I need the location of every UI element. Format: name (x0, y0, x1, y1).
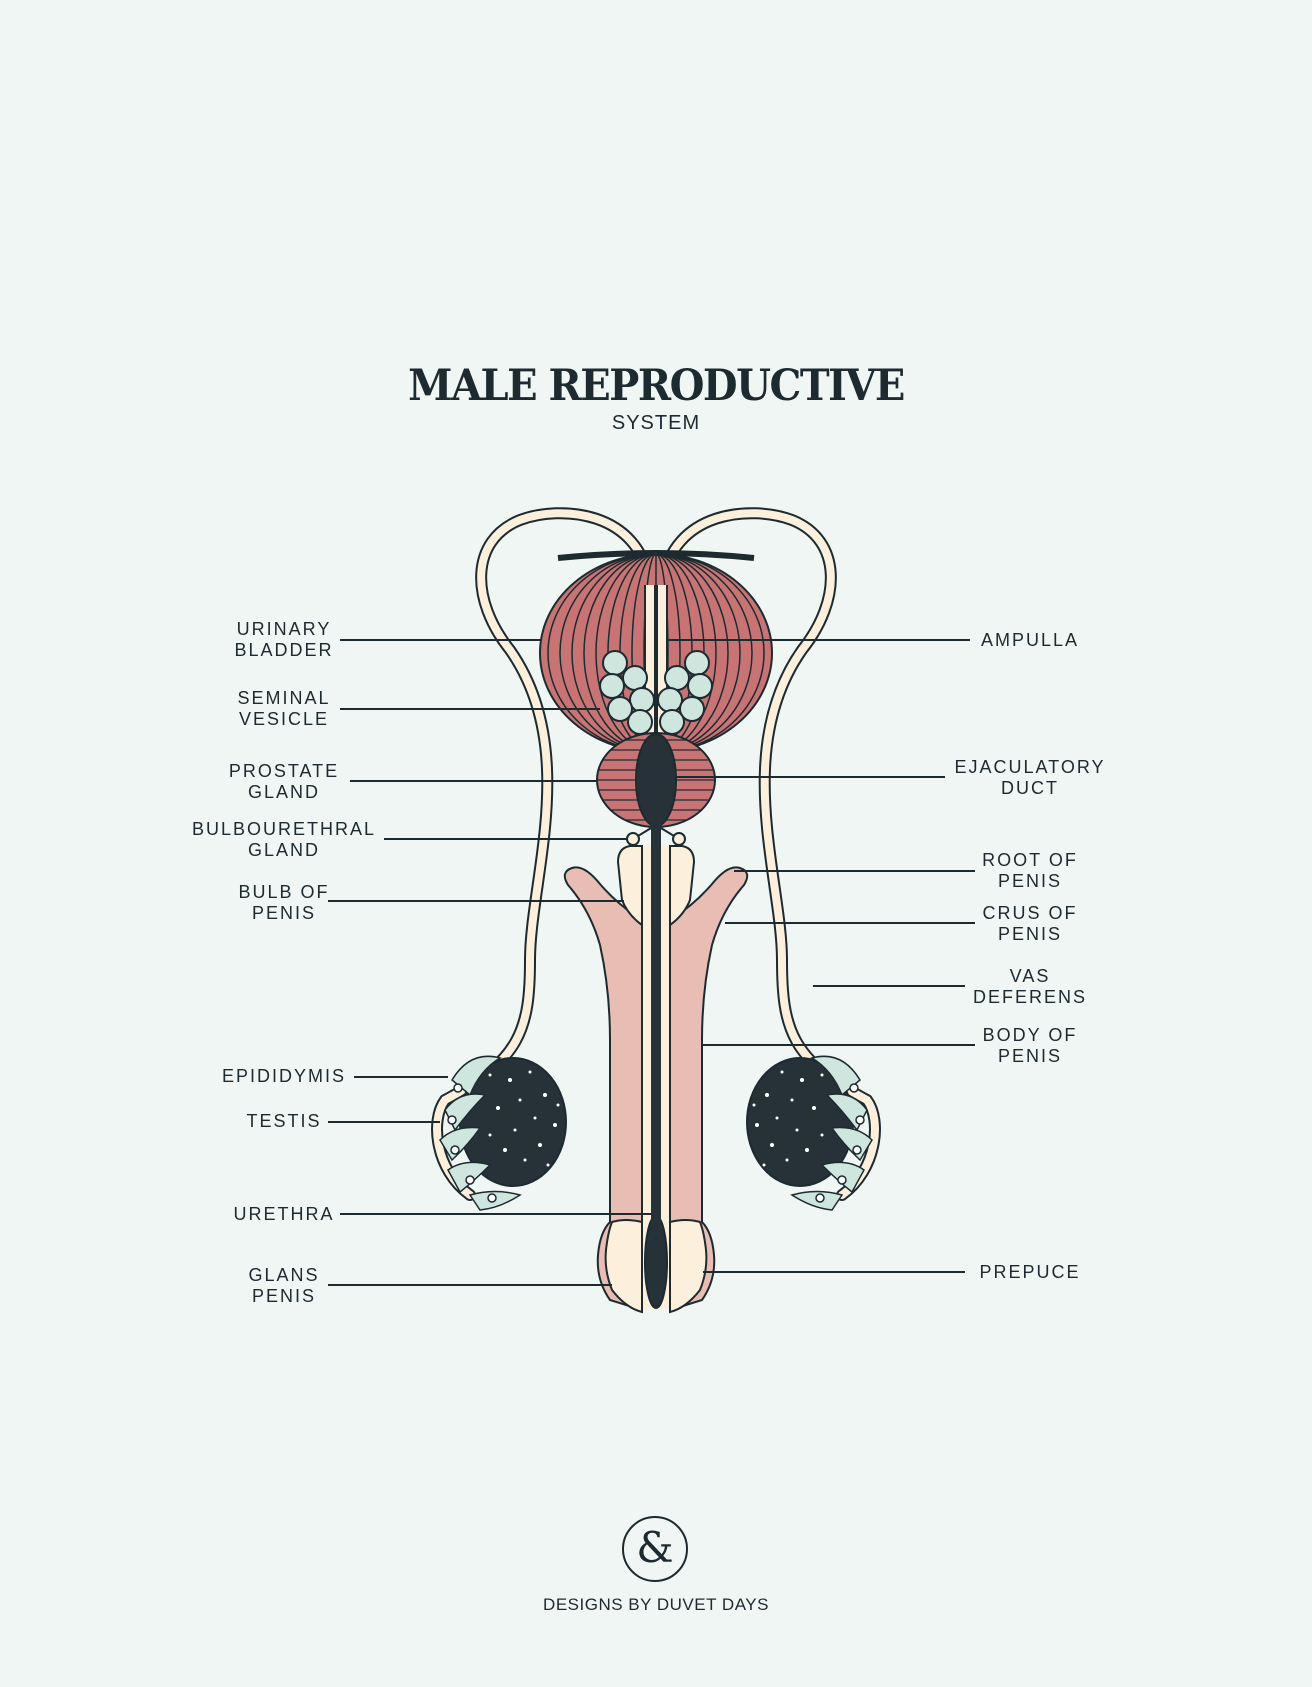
brand-logo: & (622, 1516, 688, 1582)
epididymis-right (790, 1055, 873, 1211)
label-vas-deferens: VAS DEFERENS (972, 966, 1087, 1007)
prostate-gland (596, 732, 716, 828)
urethra (651, 820, 661, 1260)
label-urethra: URETHRA (233, 1204, 335, 1224)
label-root-of-penis: ROOT OF PENIS (982, 850, 1078, 891)
seminal-vesicle (599, 650, 713, 735)
label-testis: TESTIS (246, 1111, 322, 1131)
leader-lines (328, 639, 975, 1286)
vas-deferens (431, 507, 881, 1201)
label-seminal-vesicle: SEMINAL VESICLE (237, 688, 331, 729)
ejaculatory-duct (635, 733, 677, 827)
label-body-of-penis: BODY OF PENIS (982, 1025, 1078, 1066)
label-epididymis: EPIDIDYMIS (221, 1066, 347, 1086)
label-prepuce: PREPUCE (979, 1262, 1081, 1282)
penis-body (563, 866, 749, 1312)
label-urinary-bladder: URINARY BLADDER (234, 619, 334, 660)
brand-name: DESIGNS BY DUVET DAYS (543, 1595, 769, 1614)
page-title: MALE REPRODUCTIVE (408, 360, 905, 411)
ampersand-icon: & (636, 1523, 674, 1572)
label-glans-penis: GLANS PENIS (248, 1265, 320, 1306)
ampulla (644, 585, 668, 735)
bulbourethral-gland (626, 824, 686, 846)
label-bulb-of-penis: BULB OF PENIS (238, 882, 330, 923)
testis-left (459, 1057, 567, 1187)
label-crus-of-penis: CRUS OF PENIS (982, 903, 1078, 944)
label-prostate-gland: PROSTATE GLAND (228, 761, 340, 802)
testis-right (746, 1057, 854, 1187)
label-bulbourethral-gland: BULBOURETHRAL GLAND (191, 819, 377, 860)
glans-penis (604, 1215, 708, 1314)
label-ampulla: AMPULLA (980, 630, 1080, 650)
epididymis-left (439, 1055, 522, 1211)
page-subtitle: SYSTEM (611, 412, 701, 434)
label-ejaculatory-duct: EJACULATORY DUCT (954, 757, 1106, 798)
